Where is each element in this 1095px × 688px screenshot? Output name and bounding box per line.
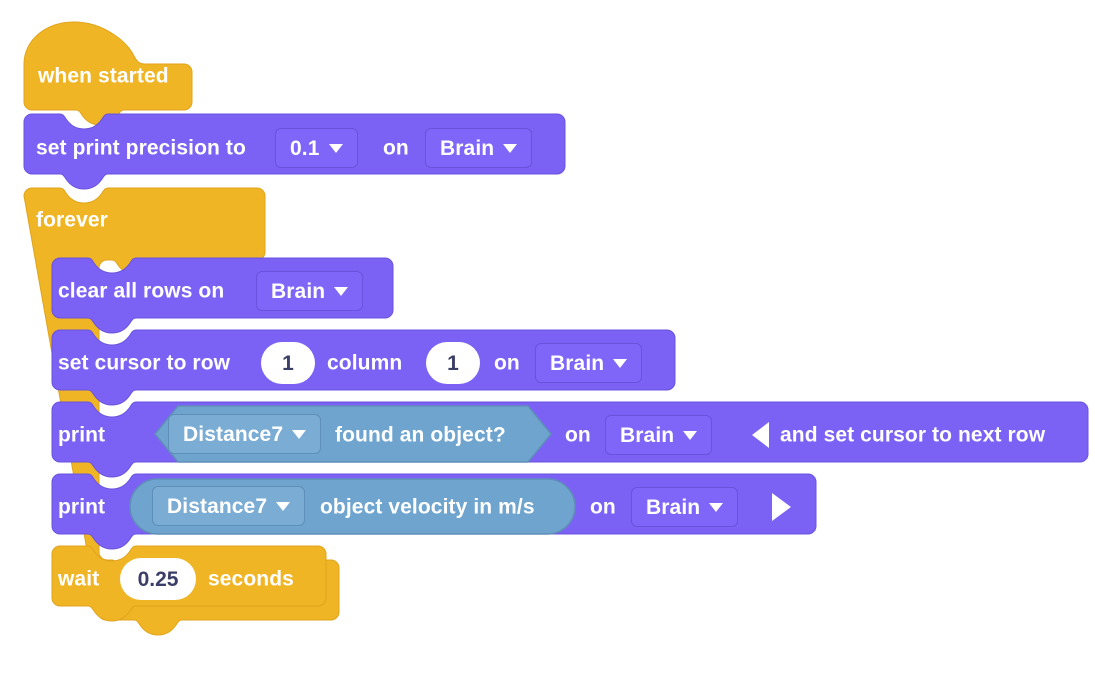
print-object-velocity-device-value: Brain xyxy=(646,495,701,519)
print-found-object-label: print xyxy=(58,423,106,447)
clear-all-rows-label: clear all rows on xyxy=(58,279,225,303)
wait-label: wait xyxy=(58,567,100,591)
print-object-velocity-on-label: on xyxy=(590,495,616,519)
chevron-down-icon xyxy=(613,358,628,368)
print-found-object-device-value: Brain xyxy=(620,423,675,447)
print-object-velocity-sensor-value: Distance7 xyxy=(167,494,268,518)
set-cursor-row-value: 1 xyxy=(282,351,294,375)
print-found-object-suffix-label: and set cursor to next row xyxy=(780,423,1046,447)
set-cursor-device-value: Brain xyxy=(550,351,605,375)
chevron-down-icon xyxy=(334,286,349,296)
wait-seconds-value: 0.25 xyxy=(137,567,179,591)
set-print-precision-on-label: on xyxy=(383,136,409,160)
clear-all-rows-device-value: Brain xyxy=(271,279,326,303)
print-found-object-on-label: on xyxy=(565,423,591,447)
when-started-hat-shape[interactable] xyxy=(23,21,193,126)
print-object-velocity-sensor-dropdown[interactable]: Distance7 xyxy=(152,486,306,526)
loop-arrow-icon xyxy=(214,627,237,650)
set-cursor-block-shape[interactable] xyxy=(51,329,676,406)
chevron-down-icon xyxy=(709,502,724,512)
chevron-down-icon xyxy=(328,143,343,153)
print-found-object-sensor-value: Distance7 xyxy=(183,422,284,446)
expand-right-triangle-icon[interactable] xyxy=(772,493,791,521)
set-cursor-on-label: on xyxy=(494,351,520,375)
clear-all-rows-device-dropdown[interactable]: Brain xyxy=(256,271,364,311)
chevron-down-icon xyxy=(683,430,698,440)
print-object-velocity-reporter-label: object velocity in m/s xyxy=(320,495,535,519)
set-cursor-column-label: column xyxy=(327,351,403,375)
set-cursor-label: set cursor to row xyxy=(58,351,231,375)
chevron-down-icon xyxy=(503,143,518,153)
forever-label: forever xyxy=(36,208,108,232)
print-object-velocity-label: print xyxy=(58,495,106,519)
print-found-object-reporter-label: found an object? xyxy=(335,423,506,447)
set-cursor-device-dropdown[interactable]: Brain xyxy=(535,343,643,383)
wait-seconds-input[interactable]: 0.25 xyxy=(120,558,196,600)
chevron-down-icon xyxy=(276,501,291,511)
wait-seconds-label: seconds xyxy=(208,567,294,591)
set-print-precision-device-dropdown[interactable]: Brain xyxy=(425,128,533,168)
print-object-velocity-device-dropdown[interactable]: Brain xyxy=(631,487,739,527)
print-found-object-sensor-dropdown[interactable]: Distance7 xyxy=(168,414,322,454)
set-cursor-column-value: 1 xyxy=(447,351,459,375)
print-precision-dropdown[interactable]: 0.1 xyxy=(275,128,358,168)
chevron-down-icon xyxy=(292,429,307,439)
collapse-left-triangle-icon[interactable] xyxy=(752,422,769,448)
set-cursor-row-input[interactable]: 1 xyxy=(261,342,315,384)
when-started-label: when started xyxy=(38,64,169,88)
set-print-precision-label: set print precision to xyxy=(36,136,246,160)
set-cursor-column-input[interactable]: 1 xyxy=(426,342,480,384)
set-print-precision-device-value: Brain xyxy=(440,136,495,160)
print-precision-value: 0.1 xyxy=(290,136,320,160)
print-found-object-device-dropdown[interactable]: Brain xyxy=(605,415,713,455)
